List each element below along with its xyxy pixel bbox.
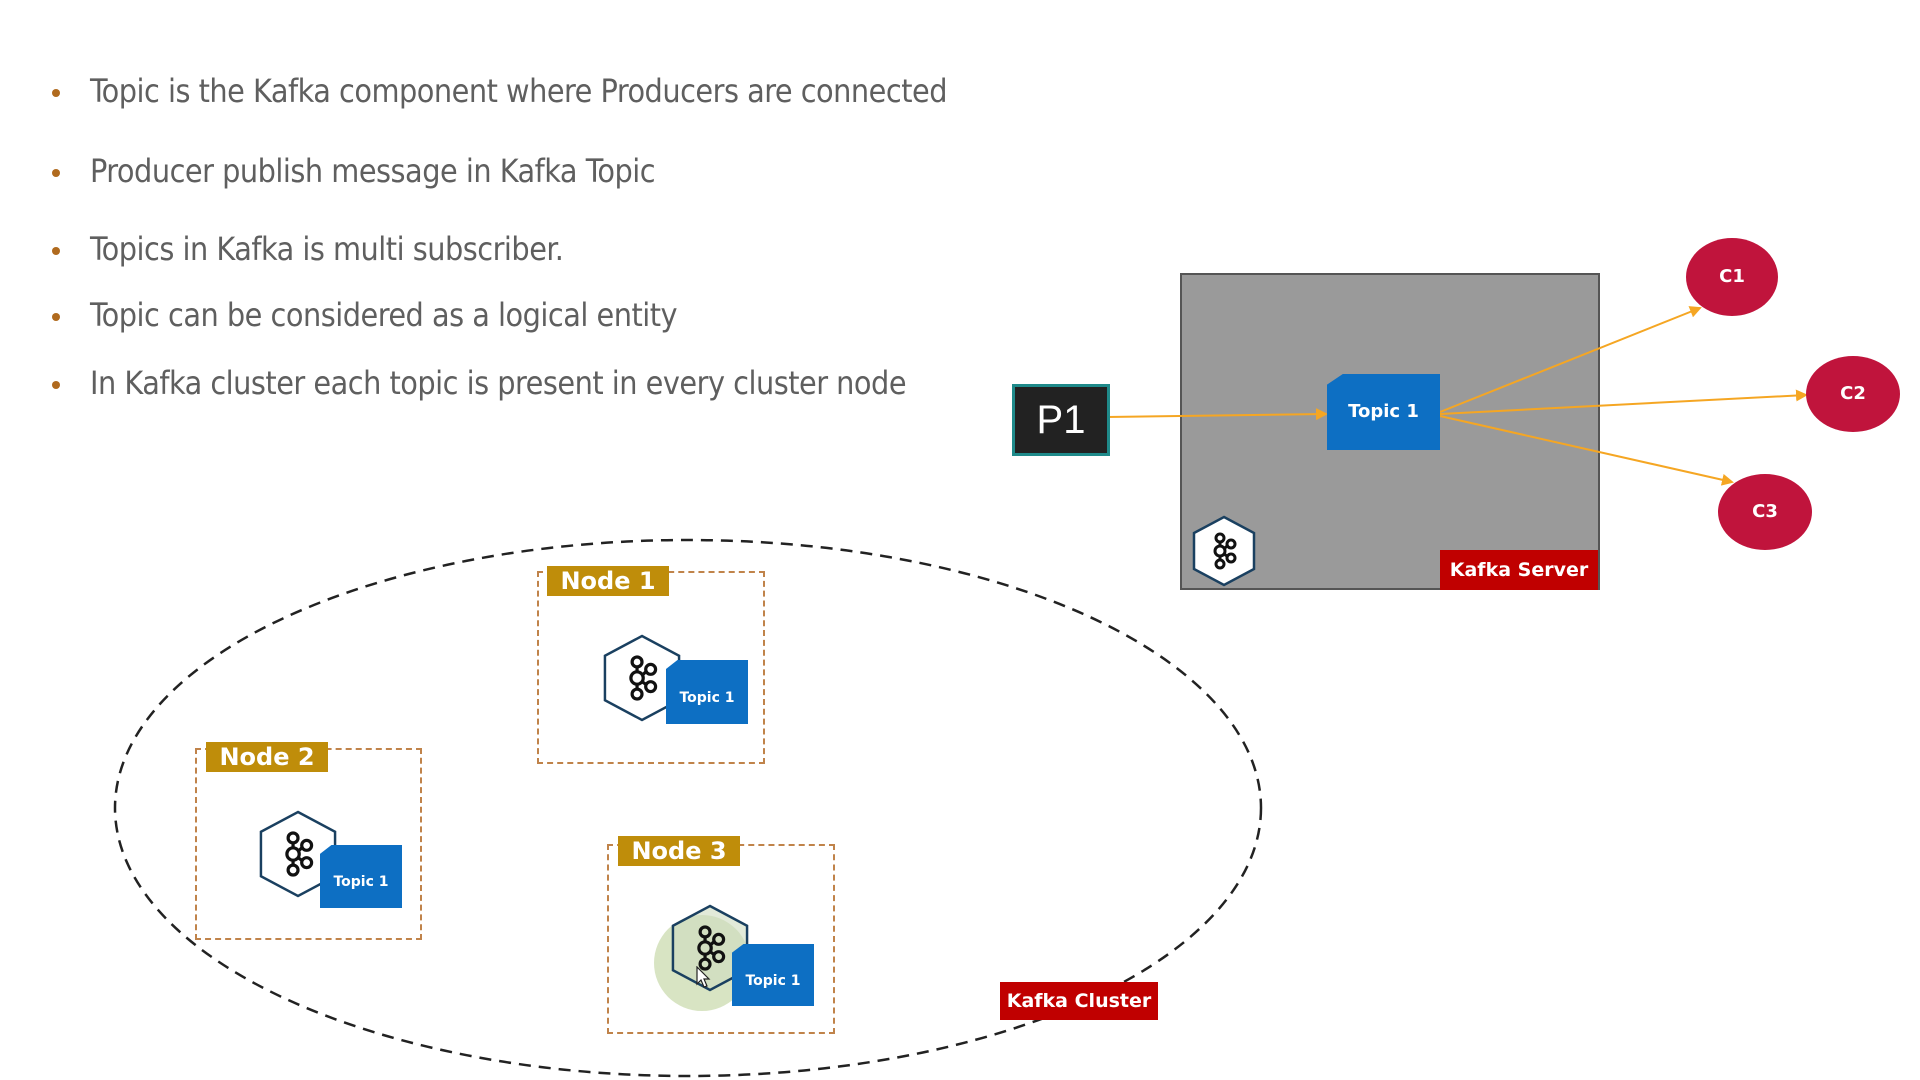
arrow-topic-c2: [1439, 389, 1808, 415]
node-2-label: Node 2: [206, 742, 328, 772]
arrow-topic-c1: [1439, 306, 1702, 413]
kafka-server-label: Kafka Server: [1440, 550, 1598, 590]
producer-p1: P1: [1012, 384, 1110, 456]
kafka-logo-icon: [259, 810, 337, 898]
node-3-label: Node 3: [618, 836, 740, 866]
kafka-logo-icon: [1192, 515, 1256, 587]
bullet-dot: [52, 247, 60, 255]
bullet-dot: [52, 89, 60, 97]
consumer-c2: C2: [1806, 356, 1900, 432]
kafka-cluster-ellipse: [113, 538, 1263, 1078]
node-2-topic: Topic 1: [320, 845, 402, 908]
consumer-c3: C3: [1718, 474, 1812, 550]
kafka-logo-icon: [603, 634, 681, 722]
bullet-dot: [52, 381, 60, 389]
node-1-topic: Topic 1: [666, 660, 748, 724]
bullet-dot: [52, 169, 60, 177]
node-3-topic: Topic 1: [732, 944, 814, 1006]
kafka-cluster-label: Kafka Cluster: [1000, 982, 1158, 1020]
consumer-c1: C1: [1686, 238, 1778, 316]
arrow-p1-topic: [1106, 408, 1328, 421]
bullet-dot: [52, 313, 60, 321]
node-1-label: Node 1: [547, 566, 669, 596]
arrow-topic-c3: [1439, 415, 1734, 486]
topic-box: Topic 1: [1327, 374, 1440, 450]
cursor-icon: [696, 966, 711, 988]
kafka-logo-icon: [671, 904, 749, 992]
